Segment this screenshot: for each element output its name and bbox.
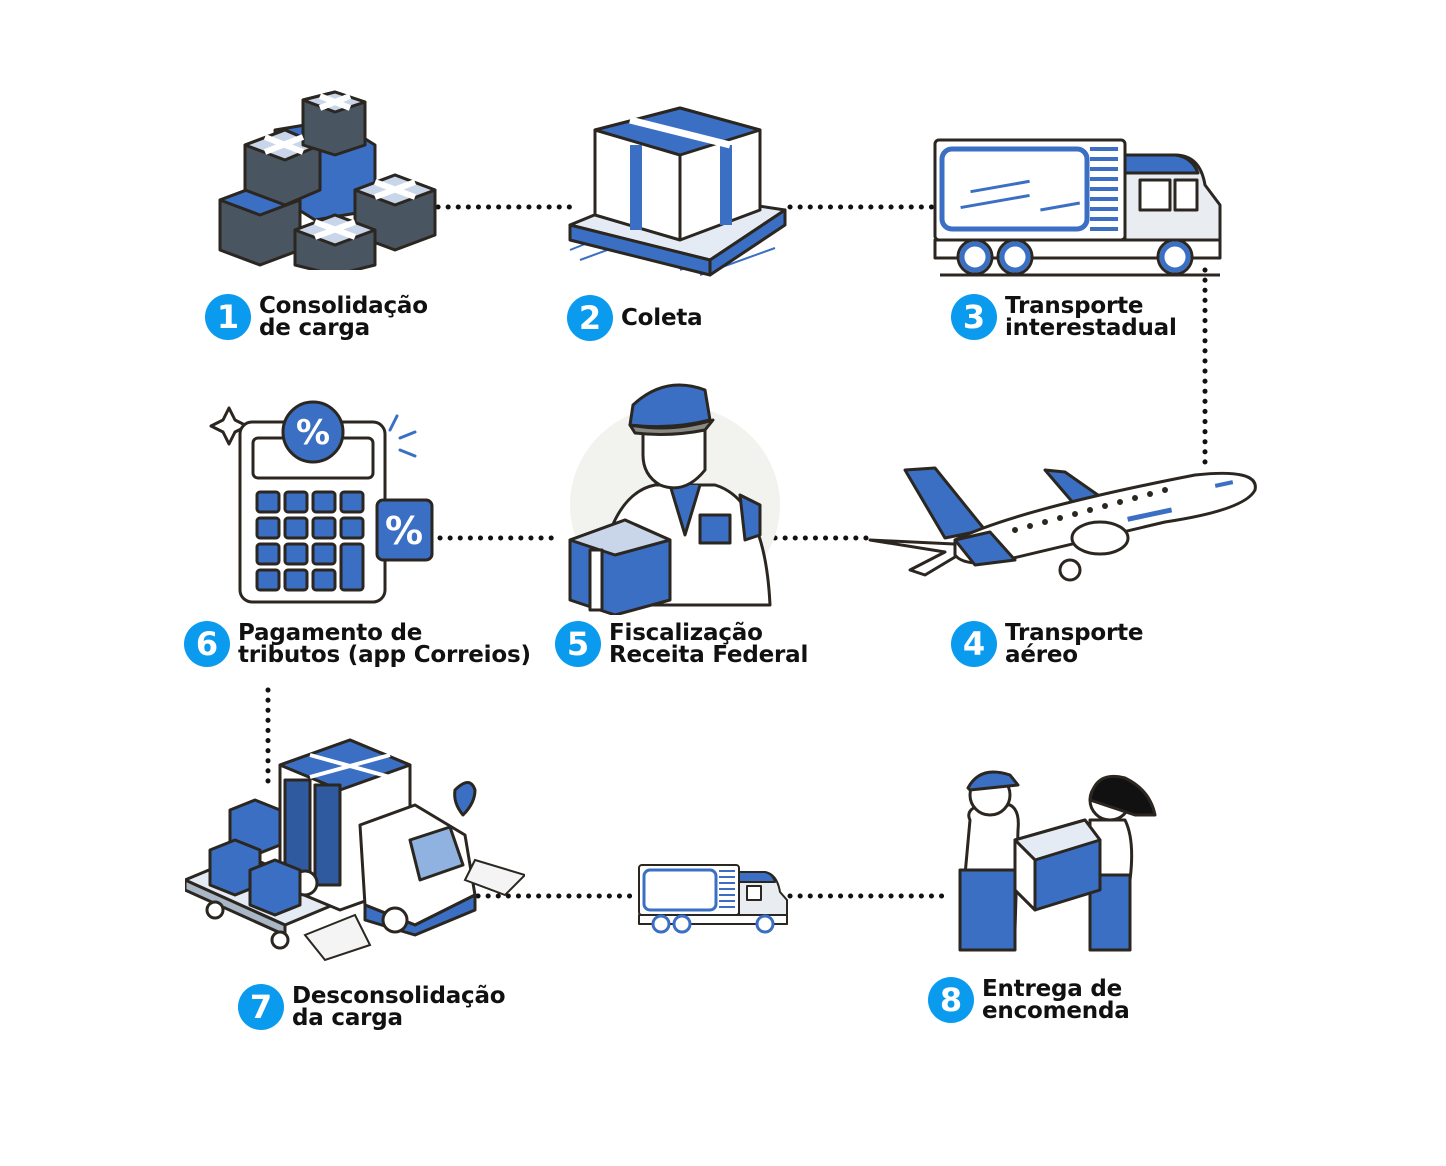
step-3-badge: 3: [951, 294, 997, 340]
pallet-box-icon: [560, 100, 800, 284]
step-2-title: Coleta: [621, 305, 703, 331]
step-6-title: Pagamento de: [238, 620, 423, 646]
step-8-subtitle: encomenda: [982, 998, 1130, 1024]
step-8-badge: 8: [928, 977, 974, 1023]
step-4-title: Transporte: [1005, 620, 1144, 646]
step-4-badge: 4: [951, 621, 997, 667]
step-7-subtitle: da carga: [292, 1005, 403, 1031]
step-3-subtitle: interestadual: [1005, 315, 1177, 341]
step-1-title: Consolidação: [259, 293, 428, 319]
step-6-subtitle: tributos (app Correios): [238, 642, 531, 668]
package-handover-icon: [940, 760, 1170, 964]
step-6-badge: 6: [184, 621, 230, 667]
customs-officer-icon: [555, 375, 785, 619]
step-1-badge: 1: [205, 294, 251, 340]
step-5-badge: 5: [555, 621, 601, 667]
step-7-title: Desconsolidação: [292, 983, 506, 1009]
calculator-percent-icon: % %: [205, 400, 445, 609]
unloading-truck-icon: [183, 735, 527, 979]
step-4-subtitle: aéreo: [1005, 642, 1078, 668]
step-5-subtitle: Receita Federal: [609, 642, 809, 668]
step-7-badge: 7: [238, 984, 284, 1030]
airplane-icon: [865, 460, 1265, 594]
small-truck-icon: [637, 862, 792, 938]
step-5-title: Fiscalização: [609, 620, 763, 646]
svg-text:%: %: [296, 413, 330, 453]
step-8-title: Entrega de: [982, 976, 1123, 1002]
svg-text:%: %: [385, 509, 423, 553]
step-2-label: 2 Coleta: [567, 295, 703, 341]
truck-icon: [930, 135, 1230, 284]
step-1-subtitle: de carga: [259, 315, 370, 341]
stacked-boxes-icon: [215, 90, 445, 277]
step-2-badge: 2: [567, 295, 613, 341]
step-3-title: Transporte: [1005, 293, 1144, 319]
